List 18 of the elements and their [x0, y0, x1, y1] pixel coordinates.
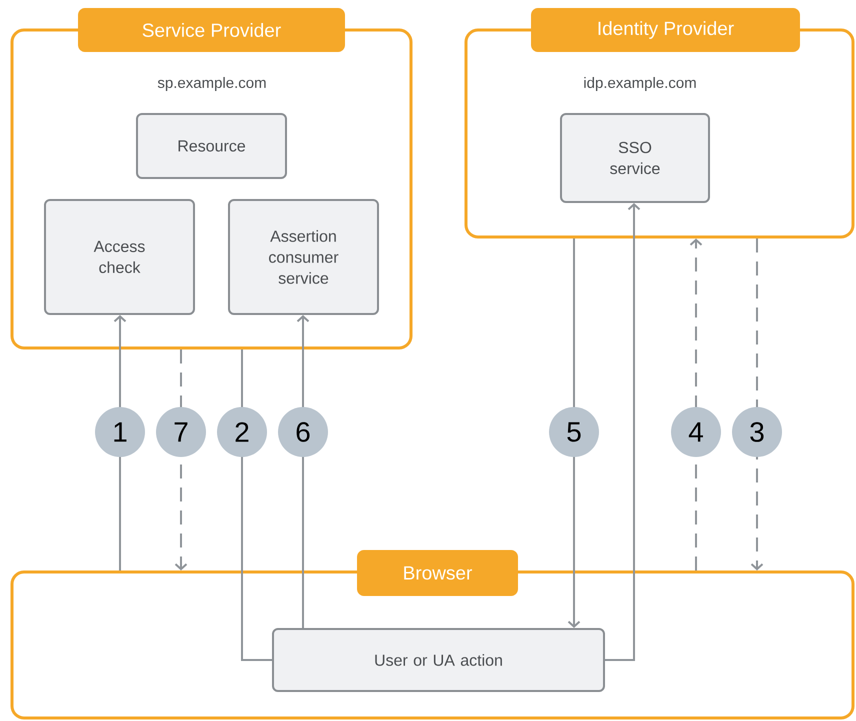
- step-number: 7: [156, 407, 206, 457]
- step-number: 4: [671, 407, 721, 457]
- process-box: Assertion consumer service: [228, 199, 379, 315]
- panel-tab: Service Provider: [78, 8, 345, 52]
- domain-text: idp.example.com: [584, 77, 696, 91]
- step-number: 1: [95, 407, 145, 457]
- process-box: SSO service: [560, 113, 710, 203]
- step-number: 3: [732, 407, 782, 457]
- process-box: Access check: [44, 199, 195, 315]
- step-number: 6: [278, 407, 328, 457]
- process-box: User or UA action: [272, 628, 605, 692]
- arrow: [605, 203, 640, 661]
- process-box: Resource: [136, 113, 287, 179]
- domain-text: sp.example.com: [158, 77, 266, 91]
- panel-tab: Browser: [357, 550, 518, 596]
- step-number: 2: [217, 407, 267, 457]
- panel-tab: Identity Provider: [531, 8, 800, 52]
- step-number: 5: [549, 407, 599, 457]
